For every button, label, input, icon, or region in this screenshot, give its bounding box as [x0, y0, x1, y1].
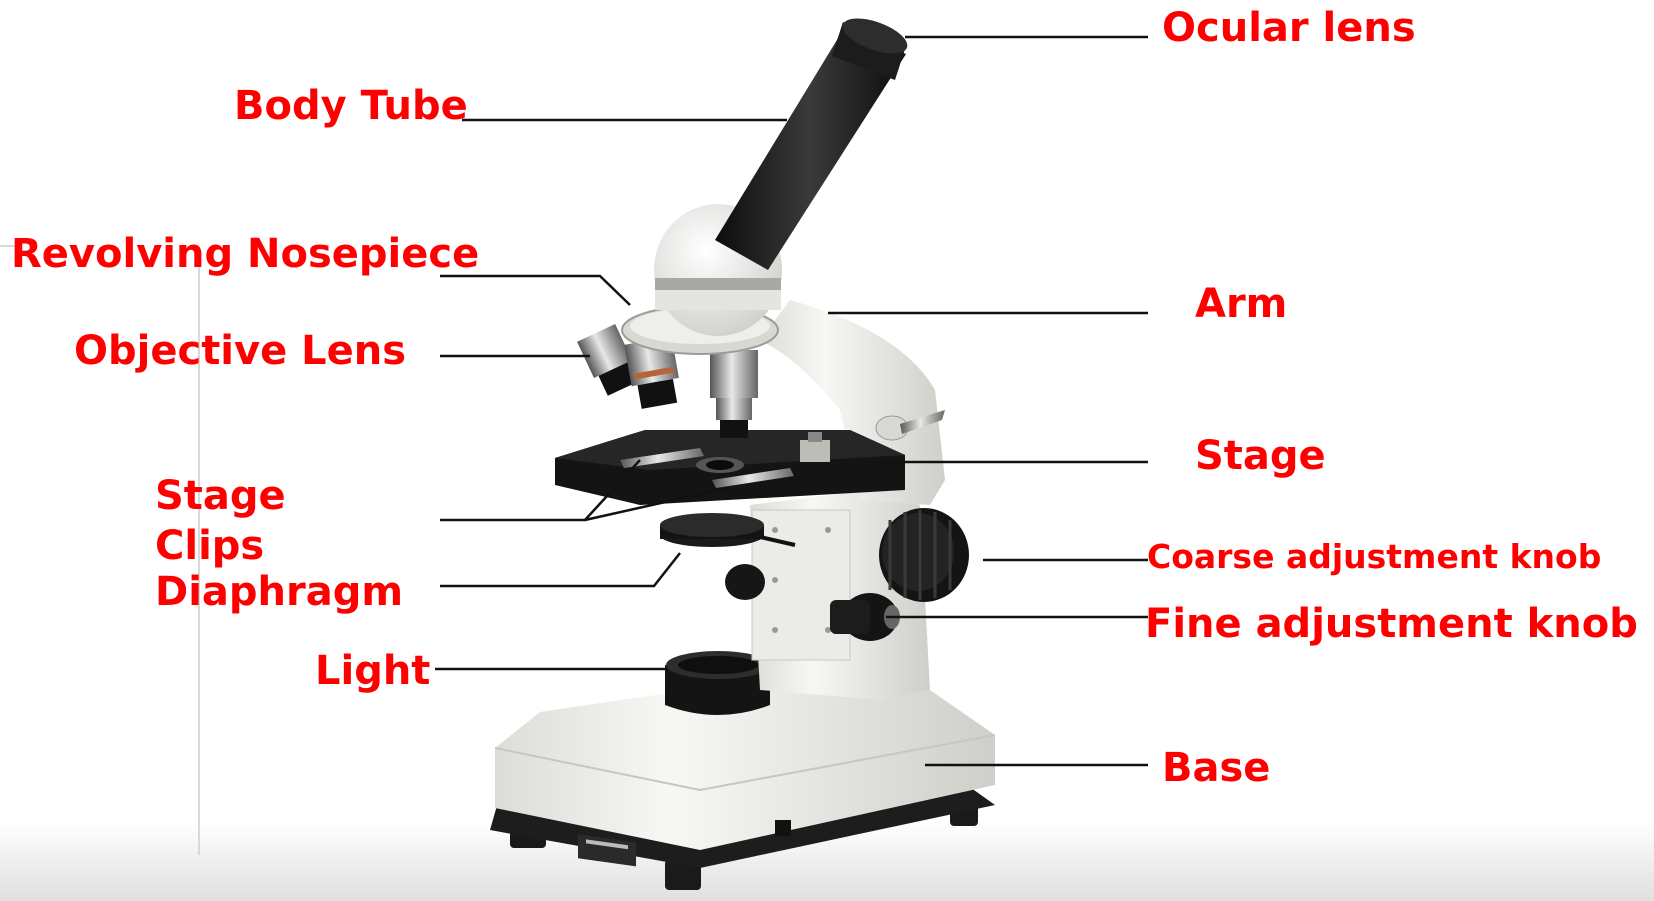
body-tube — [715, 11, 912, 270]
light-source — [665, 651, 770, 715]
focus-block — [752, 510, 850, 660]
label-coarse-adjustment-knob: Coarse adjustment knob — [1147, 540, 1601, 573]
label-stage-clips-line1: Stage — [155, 476, 286, 516]
label-ocular-lens: Ocular lens — [1162, 8, 1416, 48]
power-switch — [775, 820, 791, 836]
label-stage-clips-line2: Clips — [155, 526, 264, 566]
label-fine-adjustment-knob: Fine adjustment knob — [1145, 604, 1638, 644]
label-diaphragm: Diaphragm — [155, 572, 403, 612]
label-base: Base — [1162, 748, 1270, 788]
label-body-tube: Body Tube — [234, 86, 468, 126]
label-light: Light — [315, 651, 430, 691]
label-arm: Arm — [1195, 284, 1287, 324]
label-stage: Stage — [1195, 436, 1326, 476]
label-objective-lens: Objective Lens — [74, 331, 406, 371]
coarse-knob — [879, 508, 969, 602]
left-knob — [725, 564, 765, 600]
label-revolving-nosepiece: Revolving Nosepiece — [11, 234, 479, 274]
